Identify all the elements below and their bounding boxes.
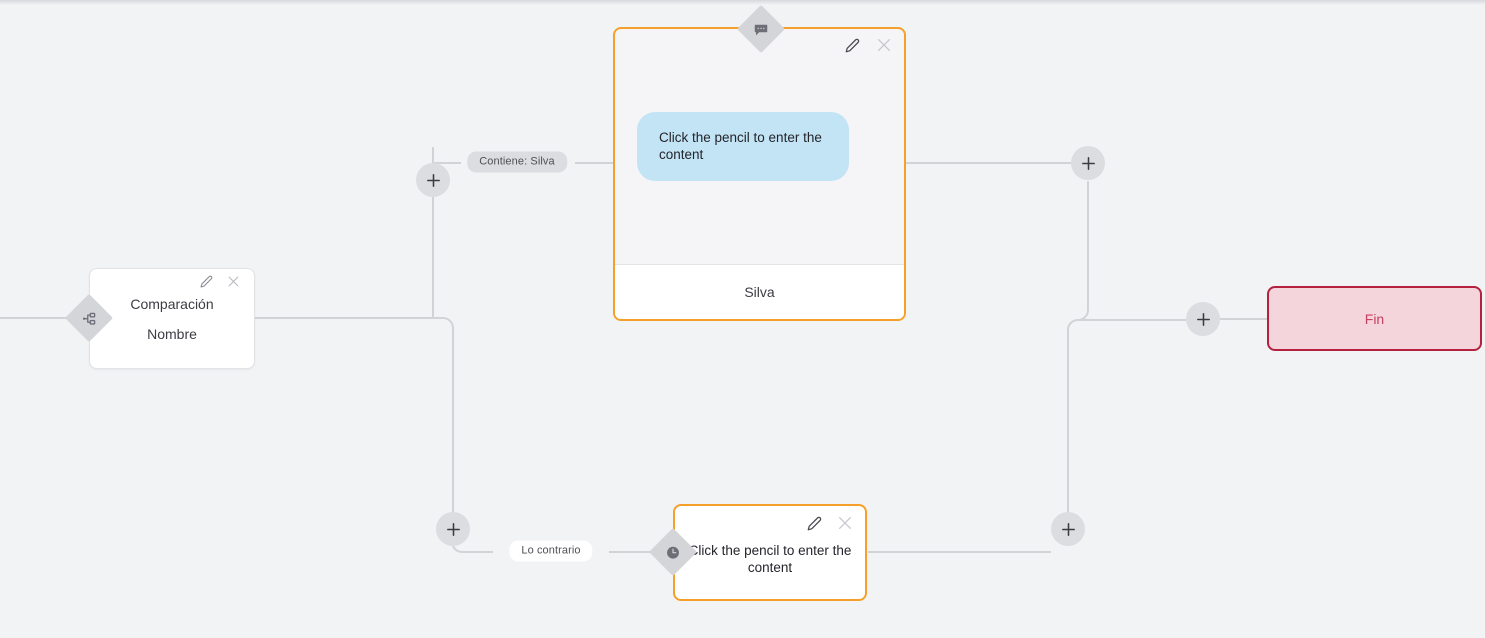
pencil-icon[interactable]	[200, 275, 213, 288]
close-icon[interactable]	[837, 515, 853, 531]
edge-label-true[interactable]: Contiene: Silva	[467, 151, 567, 173]
node-end[interactable]: Fin	[1267, 286, 1482, 351]
pencil-icon[interactable]	[807, 516, 822, 531]
node-comparison-title: Comparación	[130, 295, 214, 312]
node-comparison-tools	[200, 275, 240, 288]
node-comparison[interactable]: Comparación Nombre	[89, 268, 255, 369]
wire-false-down	[255, 317, 454, 519]
clock-icon	[666, 545, 681, 560]
plus-icon	[1060, 521, 1077, 538]
add-node-button-false-branch[interactable]	[436, 512, 470, 546]
node-message-top[interactable]: Click the pencil to enter the content Si…	[613, 27, 906, 321]
wire-false-to-label	[452, 545, 493, 554]
wire-bottom-merge-up	[1066, 318, 1079, 512]
add-node-button-after-bottom[interactable]	[1051, 512, 1085, 546]
node-comparison-subtitle: Nombre	[147, 325, 197, 342]
message-bubble: Click the pencil to enter the content	[637, 112, 849, 181]
node-message-bottom-tools	[807, 515, 853, 531]
add-node-button-after-top[interactable]	[1071, 146, 1105, 180]
wire-top-merge-down	[1077, 181, 1089, 321]
close-icon[interactable]	[227, 275, 240, 288]
chat-bubble-icon-handle[interactable]	[736, 4, 786, 54]
add-node-button-true-branch[interactable]	[416, 163, 450, 197]
toolbar-edge	[0, 0, 1485, 5]
node-end-label: Fin	[1364, 310, 1385, 327]
node-message-top-footer: Silva	[615, 264, 904, 319]
clock-icon-handle[interactable]	[648, 527, 698, 577]
node-message-top-body: Click the pencil to enter the content	[615, 29, 904, 264]
plus-icon	[1195, 311, 1212, 328]
wire-true-to-label	[432, 147, 461, 164]
plus-icon	[1080, 155, 1097, 172]
node-message-bottom[interactable]: Click the pencil to enter the content	[673, 504, 867, 601]
close-icon[interactable]	[876, 37, 892, 53]
plus-icon	[445, 521, 462, 538]
chat-bubble-icon	[754, 22, 769, 37]
plus-icon	[425, 172, 442, 189]
edge-label-false[interactable]: Lo contrario	[509, 540, 593, 562]
branch-icon-handle[interactable]	[64, 293, 114, 343]
branch-icon	[82, 311, 97, 326]
pencil-icon[interactable]	[845, 38, 860, 53]
add-node-button-before-end[interactable]	[1186, 302, 1220, 336]
node-message-bottom-text: Click the pencil to enter the content	[688, 542, 852, 575]
node-message-top-tools	[845, 37, 892, 53]
